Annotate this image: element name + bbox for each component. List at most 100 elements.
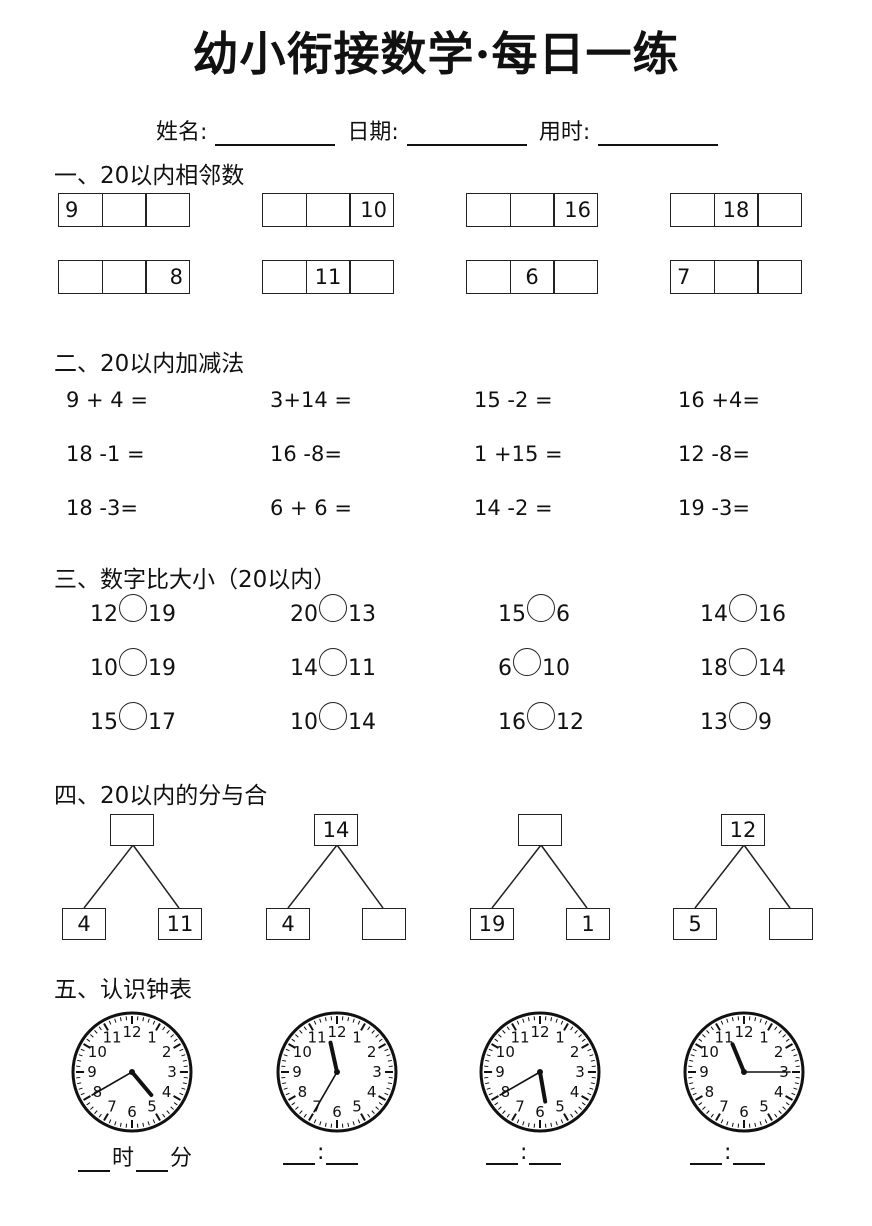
equation[interactable]: 6 + 6 = bbox=[270, 496, 352, 520]
decompose-answer-box[interactable] bbox=[769, 908, 813, 940]
branch-line bbox=[491, 844, 542, 909]
clock-tick bbox=[367, 1026, 371, 1031]
compare-answer-circle[interactable] bbox=[527, 702, 555, 730]
clock-tick bbox=[754, 1017, 757, 1022]
clock-answer-line: : bbox=[281, 1140, 360, 1165]
clock-answer-blank[interactable] bbox=[690, 1143, 722, 1165]
clock-tick bbox=[774, 1026, 778, 1031]
clock-tick bbox=[108, 1119, 112, 1124]
name-field[interactable] bbox=[215, 122, 336, 146]
compare-answer-circle[interactable] bbox=[119, 594, 147, 622]
hour-hand bbox=[328, 1040, 339, 1074]
compare-answer-circle[interactable] bbox=[729, 648, 757, 676]
clock-tick bbox=[516, 1020, 520, 1025]
neighbor-strip: 9 bbox=[58, 193, 190, 227]
clock-answer-blank[interactable] bbox=[283, 1143, 315, 1165]
neighbor-answer-cell[interactable] bbox=[466, 193, 511, 227]
equation[interactable]: 1 +15 = bbox=[474, 442, 563, 466]
clock-tick bbox=[785, 1038, 790, 1042]
neighbor-answer-cell[interactable] bbox=[713, 260, 759, 294]
compare-right-number: 11 bbox=[348, 655, 376, 681]
clock-tick bbox=[785, 1095, 793, 1101]
clock-answer-blank[interactable] bbox=[136, 1150, 169, 1172]
clock-center bbox=[537, 1069, 543, 1075]
equation[interactable]: 12 -8= bbox=[678, 442, 750, 466]
neighbor-answer-cell[interactable] bbox=[305, 193, 351, 227]
clock-tick bbox=[384, 1048, 389, 1052]
clock-number: 9 bbox=[495, 1063, 505, 1081]
neighbor-answer-cell[interactable] bbox=[58, 260, 103, 294]
neighbor-answer-cell[interactable] bbox=[101, 193, 147, 227]
equation[interactable]: 16 -8= bbox=[270, 442, 342, 466]
clock-number: 4 bbox=[774, 1083, 784, 1101]
compare-answer-circle[interactable] bbox=[119, 702, 147, 730]
clock-tick bbox=[170, 1106, 174, 1110]
compare-left-number: 6 bbox=[498, 655, 512, 681]
neighbor-answer-cell[interactable] bbox=[145, 193, 190, 227]
clock-tick bbox=[86, 1038, 91, 1042]
clock-answer-blank[interactable] bbox=[326, 1143, 359, 1165]
compare-answer-circle[interactable] bbox=[729, 702, 757, 730]
neighbor-answer-cell[interactable] bbox=[466, 260, 511, 294]
compare-answer-circle[interactable] bbox=[319, 648, 347, 676]
tree-branches bbox=[83, 844, 180, 909]
compare-answer-circle[interactable] bbox=[319, 702, 347, 730]
clock-tick bbox=[498, 1034, 502, 1038]
neighbor-answer-cell[interactable] bbox=[553, 260, 598, 294]
neighbor-answer-cell[interactable] bbox=[757, 193, 802, 227]
equation[interactable]: 3+14 = bbox=[270, 388, 352, 412]
clock-tick bbox=[563, 1023, 569, 1031]
time-used-field[interactable] bbox=[598, 122, 719, 146]
compare-answer-circle[interactable] bbox=[319, 594, 347, 622]
clock-number: 7 bbox=[107, 1098, 117, 1116]
equation[interactable]: 19 -3= bbox=[678, 496, 750, 520]
decompose-answer-box[interactable] bbox=[362, 908, 406, 940]
clock-answer-blank[interactable] bbox=[486, 1143, 518, 1165]
equation[interactable]: 18 -3= bbox=[66, 496, 138, 520]
clock-tick bbox=[767, 1113, 773, 1121]
clock-tick bbox=[347, 1122, 350, 1127]
clock-answer-blank[interactable] bbox=[733, 1143, 766, 1165]
clock-tick bbox=[282, 1082, 287, 1085]
neighbor-answer-cell[interactable] bbox=[757, 260, 802, 294]
equation[interactable]: 16 +4= bbox=[678, 388, 760, 412]
equation[interactable]: 14 -2 = bbox=[474, 496, 553, 520]
clock-tick bbox=[386, 1054, 391, 1057]
decompose-answer-box[interactable] bbox=[518, 814, 562, 846]
clock-tick bbox=[778, 1030, 782, 1034]
compare-left-number: 13 bbox=[700, 709, 728, 735]
clock-tick bbox=[522, 1121, 525, 1126]
decompose-given-box: 1 bbox=[566, 908, 610, 940]
clock-answer-blank[interactable] bbox=[78, 1150, 110, 1172]
clock-answer-blank[interactable] bbox=[529, 1143, 562, 1165]
clock-answer-unit: 分 bbox=[170, 1146, 193, 1171]
equation[interactable]: 9 + 4 = bbox=[66, 388, 148, 412]
compare-answer-circle[interactable] bbox=[729, 594, 757, 622]
decompose-given-box: 19 bbox=[470, 908, 514, 940]
compare-answer-circle[interactable] bbox=[119, 648, 147, 676]
compare-left-number: 14 bbox=[700, 601, 728, 627]
decompose-answer-box[interactable] bbox=[110, 814, 154, 846]
neighbor-answer-cell[interactable] bbox=[509, 193, 555, 227]
clock-number: 12 bbox=[734, 1023, 753, 1041]
equation[interactable]: 18 -1 = bbox=[66, 442, 145, 466]
neighbor-answer-cell[interactable] bbox=[101, 260, 147, 294]
neighbor-answer-cell[interactable] bbox=[349, 260, 394, 294]
neighbor-answer-cell[interactable] bbox=[262, 193, 307, 227]
compare-answer-circle[interactable] bbox=[527, 594, 555, 622]
clock-number: 3 bbox=[167, 1063, 177, 1081]
compare-answer-circle[interactable] bbox=[513, 648, 541, 676]
neighbor-answer-cell[interactable] bbox=[262, 260, 307, 294]
clock-tick bbox=[498, 1106, 502, 1110]
neighbor-answer-cell[interactable] bbox=[670, 193, 715, 227]
clock-tick bbox=[94, 1110, 98, 1114]
date-field[interactable] bbox=[406, 122, 527, 146]
clock-tick bbox=[173, 1038, 178, 1042]
clock-tick bbox=[759, 1018, 762, 1023]
equation[interactable]: 15 -2 = bbox=[474, 388, 553, 412]
